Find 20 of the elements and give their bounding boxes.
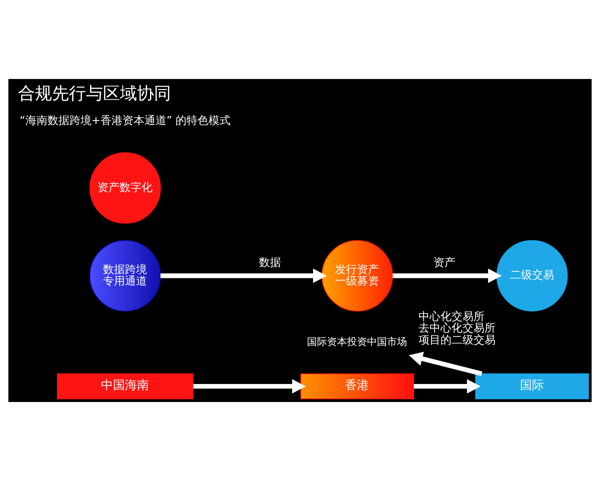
- node-circle: 数据跨境专用通道: [90, 240, 161, 311]
- node-label: 去中心化交易所: [418, 321, 496, 334]
- diagram-title: 合规先行与区域协同: [18, 84, 172, 104]
- arrow: [193, 378, 306, 393]
- edge-label: 数据: [258, 256, 281, 269]
- node-circle: 发行资产一级募资: [322, 240, 393, 311]
- arrow: [414, 378, 481, 393]
- label: “海南数据跨境+香港资本通道” 的特色模式: [20, 114, 231, 127]
- node-circle: 二级交易: [496, 240, 568, 311]
- arrow: [160, 268, 327, 282]
- node-box: 香港: [300, 372, 414, 399]
- arrow: [408, 351, 482, 376]
- node-box: 中国海南: [56, 372, 194, 399]
- node-box: 国际: [475, 372, 589, 399]
- node-label: 中心化交易所: [418, 309, 484, 322]
- node-label: 项目的二级交易: [418, 332, 496, 346]
- edge-label: 资产: [434, 256, 456, 269]
- node-circle: 资产数字化: [90, 152, 161, 224]
- node-text: 国际资本投资中国市场: [307, 336, 408, 348]
- arrow: [392, 268, 502, 282]
